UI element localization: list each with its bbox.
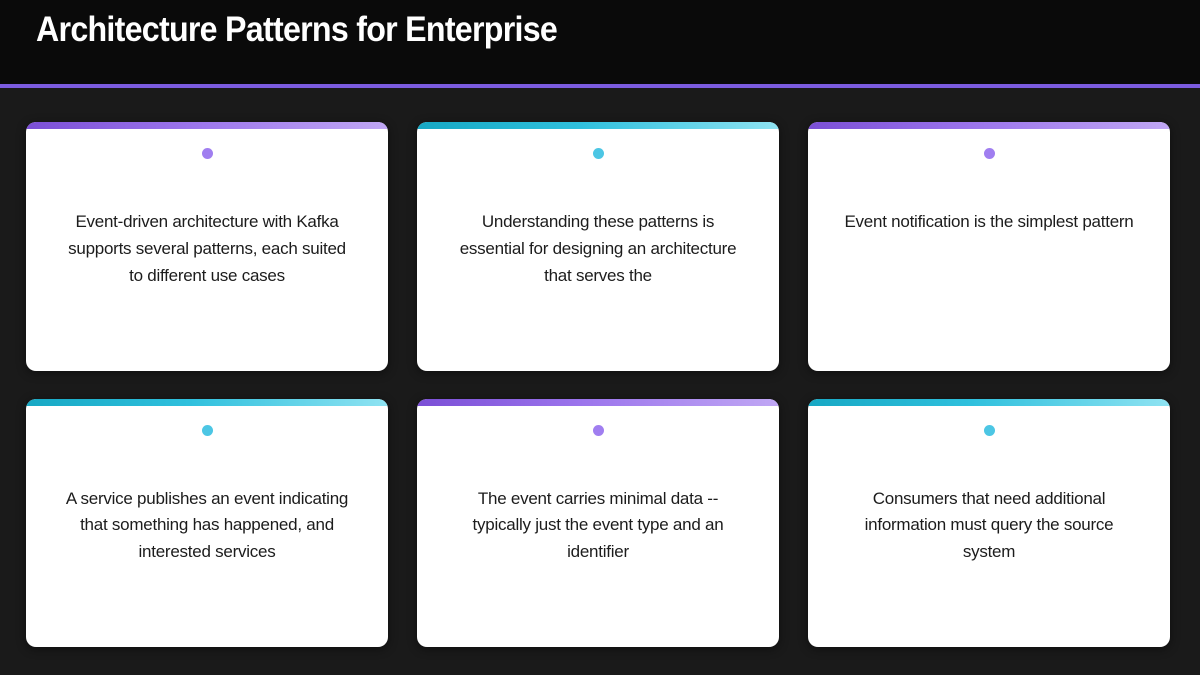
card-body: Event notification is the simplest patte… (808, 209, 1170, 371)
content-card[interactable]: The event carries minimal data -- typica… (417, 398, 779, 648)
card-accent-bar (808, 398, 1170, 406)
card-grid: Event-driven architecture with Kafka sup… (0, 88, 1200, 675)
page-title: Architecture Patterns for Enterprise (36, 10, 558, 49)
bullet-dot-icon (983, 148, 995, 159)
card-text: A service publishes an event indicating … (65, 488, 349, 562)
bullet-dot-icon (201, 148, 213, 159)
card-body: A service publishes an event indicating … (26, 486, 388, 648)
card-accent-bar (808, 122, 1170, 129)
card-accent-bar (417, 122, 779, 129)
content-card[interactable]: A service publishes an event indicating … (26, 398, 388, 648)
card-accent-bar (26, 398, 388, 406)
bullet-dot-icon (592, 148, 604, 159)
card-body: Understanding these patterns is essentia… (417, 209, 779, 371)
content-card[interactable]: Event notification is the simplest patte… (808, 122, 1170, 371)
card-text: The event carries minimal data -- typica… (472, 488, 724, 562)
card-text: Understanding these patterns is essentia… (459, 212, 737, 285)
bullet-dot-icon (201, 424, 213, 436)
bullet-dot-icon (592, 424, 604, 436)
card-text: Event-driven architecture with Kafka sup… (68, 212, 346, 285)
card-accent-bar (417, 398, 779, 406)
card-text: Consumers that need additional informati… (864, 488, 1114, 562)
slide-header: Architecture Patterns for Enterprise (0, 0, 1200, 88)
content-card[interactable]: Event-driven architecture with Kafka sup… (26, 122, 388, 371)
card-accent-bar (26, 122, 388, 129)
card-body: Event-driven architecture with Kafka sup… (26, 209, 388, 371)
content-card[interactable]: Consumers that need additional informati… (808, 398, 1170, 648)
bullet-dot-icon (983, 424, 995, 436)
content-card[interactable]: Understanding these patterns is essentia… (417, 122, 779, 371)
card-body: Consumers that need additional informati… (808, 486, 1170, 648)
card-text: Event notification is the simplest patte… (844, 212, 1134, 231)
card-body: The event carries minimal data -- typica… (417, 486, 779, 648)
